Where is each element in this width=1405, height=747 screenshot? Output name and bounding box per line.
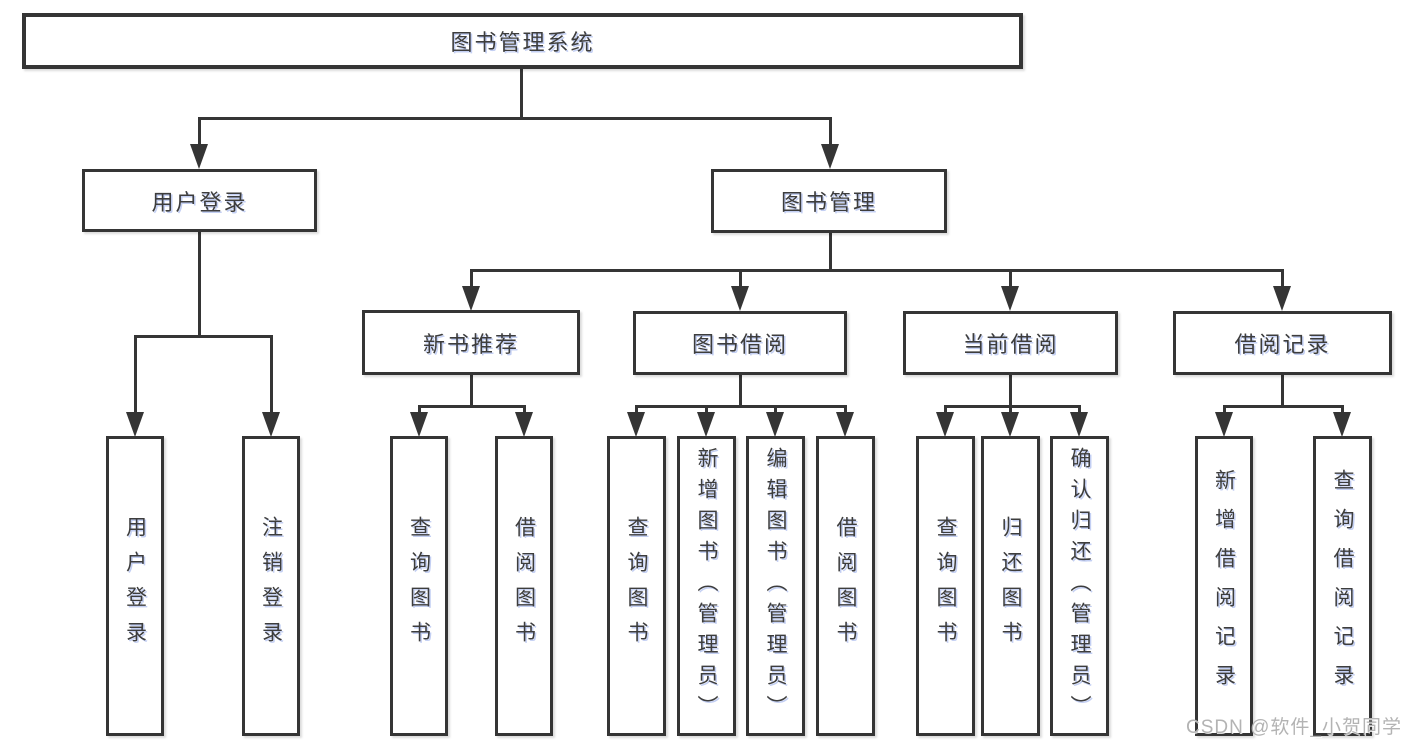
leaf-borrow-add-books-admin-label: 新增图书（管理员） bbox=[695, 446, 718, 726]
leaf-recommend-borrow-books: 借阅图书 bbox=[495, 436, 553, 736]
connector-line bbox=[943, 404, 1081, 408]
connector-line bbox=[943, 406, 947, 415]
leaf-current-return-books-label: 归还图书 bbox=[999, 516, 1022, 656]
node-current-borrow-label: 当前借阅 bbox=[962, 332, 1059, 357]
connector-line bbox=[1280, 375, 1284, 406]
arrowhead-icon bbox=[936, 412, 954, 437]
arrowhead-icon bbox=[410, 412, 428, 437]
arrowhead-icon bbox=[731, 286, 749, 311]
connector-line bbox=[773, 406, 777, 415]
node-book-management-label: 图书管理 bbox=[780, 190, 877, 215]
connector-line bbox=[522, 406, 526, 415]
connector-line bbox=[1008, 406, 1012, 415]
connector-line bbox=[738, 375, 742, 406]
leaf-recommend-borrow-books-label: 借阅图书 bbox=[512, 516, 536, 656]
node-borrow-records: 借阅记录 bbox=[1173, 311, 1392, 375]
connector-line bbox=[417, 404, 526, 408]
arrowhead-icon bbox=[821, 144, 839, 169]
leaf-borrow-query-books-label: 查询图书 bbox=[625, 516, 648, 656]
leaf-current-return-books: 归还图书 bbox=[981, 436, 1040, 736]
leaf-recommend-query-books: 查询图书 bbox=[390, 436, 448, 736]
arrowhead-icon bbox=[766, 412, 784, 437]
node-new-book-recommend: 新书推荐 bbox=[362, 310, 580, 375]
connector-line bbox=[469, 270, 473, 288]
connector-line bbox=[704, 406, 708, 415]
leaf-user-login-label: 用户登录 bbox=[123, 516, 147, 656]
node-library-system: 图书管理系统 bbox=[22, 13, 1023, 69]
connector-line bbox=[133, 336, 137, 414]
leaf-current-query-books-label: 查询图书 bbox=[934, 516, 957, 656]
arrowhead-icon bbox=[697, 412, 715, 437]
leaf-current-query-books: 查询图书 bbox=[916, 436, 975, 736]
connector-line bbox=[1008, 375, 1012, 406]
arrowhead-icon bbox=[836, 412, 854, 437]
leaf-borrow-edit-books-admin: 编辑图书（管理员） bbox=[746, 436, 805, 736]
arrowhead-icon bbox=[190, 144, 208, 169]
node-user-login-label: 用户登录 bbox=[151, 189, 248, 215]
connector-line bbox=[197, 232, 201, 336]
leaf-records-query-record-label: 查询借阅记录 bbox=[1331, 469, 1354, 703]
leaf-records-add-record: 新增借阅记录 bbox=[1195, 436, 1253, 736]
arrowhead-icon bbox=[262, 412, 280, 437]
leaf-borrow-edit-books-admin-label: 编辑图书（管理员） bbox=[764, 446, 787, 726]
watermark: CSDN @软件_小贺同学 bbox=[1186, 717, 1402, 738]
connector-line bbox=[1008, 270, 1012, 288]
leaf-logout: 注销登录 bbox=[242, 436, 300, 736]
arrowhead-icon bbox=[515, 412, 533, 437]
leaf-borrow-borrow-books-label: 借阅图书 bbox=[834, 516, 857, 656]
leaf-borrow-query-books: 查询图书 bbox=[607, 436, 666, 736]
connector-line bbox=[634, 404, 847, 408]
arrowhead-icon bbox=[126, 412, 144, 437]
connector-line bbox=[133, 334, 273, 338]
node-borrow-records-label: 借阅记录 bbox=[1234, 332, 1331, 357]
leaf-borrow-add-books-admin: 新增图书（管理员） bbox=[677, 436, 736, 736]
leaf-recommend-query-books-label: 查询图书 bbox=[407, 516, 431, 656]
connector-line bbox=[1222, 406, 1226, 415]
connector-line bbox=[843, 406, 847, 415]
connector-line bbox=[197, 116, 832, 120]
node-new-book-recommend-label: 新书推荐 bbox=[422, 331, 519, 357]
connector-line bbox=[828, 233, 832, 270]
node-library-system-label: 图书管理系统 bbox=[450, 30, 595, 55]
arrowhead-icon bbox=[1215, 412, 1233, 437]
leaf-records-query-record: 查询借阅记录 bbox=[1313, 436, 1372, 736]
connector-line bbox=[1222, 404, 1344, 408]
node-user-login: 用户登录 bbox=[82, 169, 317, 232]
leaf-current-confirm-return-admin-label: 确认归还（管理员） bbox=[1068, 446, 1091, 726]
connector-line bbox=[469, 375, 473, 406]
leaf-user-login: 用户登录 bbox=[106, 436, 164, 736]
connector-line bbox=[1340, 406, 1344, 415]
node-book-borrow-label: 图书借阅 bbox=[691, 332, 788, 357]
connector-line bbox=[738, 270, 742, 288]
leaf-current-confirm-return-admin: 确认归还（管理员） bbox=[1050, 436, 1109, 736]
node-current-borrow: 当前借阅 bbox=[903, 311, 1118, 375]
connector-line bbox=[519, 69, 523, 118]
connector-line bbox=[828, 118, 832, 147]
arrowhead-icon bbox=[1333, 412, 1351, 437]
node-book-borrow: 图书借阅 bbox=[633, 311, 847, 375]
arrowhead-icon bbox=[462, 286, 480, 311]
connector-line bbox=[634, 406, 638, 415]
connector-line bbox=[197, 118, 201, 147]
arrowhead-icon bbox=[627, 412, 645, 437]
node-book-management: 图书管理 bbox=[711, 169, 947, 233]
connector-line bbox=[417, 406, 421, 415]
arrowhead-icon bbox=[1070, 412, 1088, 437]
connector-line bbox=[469, 268, 1284, 272]
leaf-records-add-record-label: 新增借阅记录 bbox=[1212, 469, 1236, 703]
arrowhead-icon bbox=[1001, 286, 1019, 311]
arrowhead-icon bbox=[1273, 286, 1291, 311]
connector-line bbox=[1280, 270, 1284, 288]
leaf-logout-label: 注销登录 bbox=[259, 516, 283, 656]
leaf-borrow-borrow-books: 借阅图书 bbox=[816, 436, 875, 736]
connector-line bbox=[269, 336, 273, 414]
arrowhead-icon bbox=[1001, 412, 1019, 437]
connector-line bbox=[1077, 406, 1081, 415]
